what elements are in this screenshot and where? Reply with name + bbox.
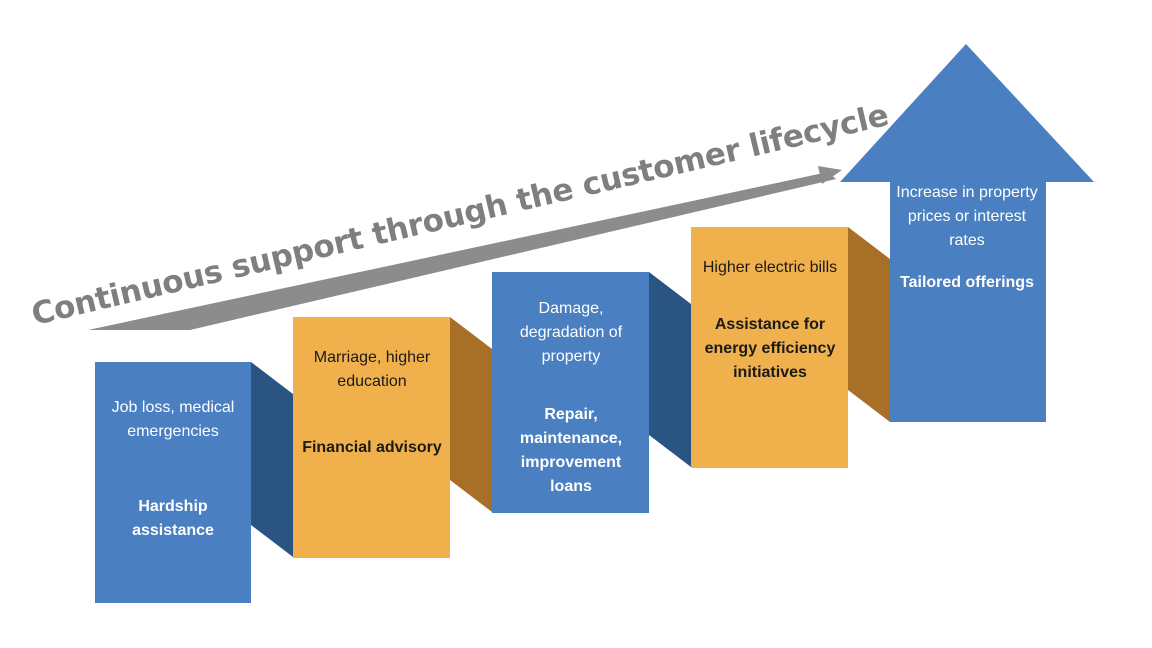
stage-2-text: Marriage, higher education Financial adv… (298, 346, 446, 460)
stage-3-event: Damage, degradation of property (519, 300, 623, 365)
stage-4-support: Assistance for energy efficiency initiat… (704, 316, 836, 381)
stage-5-text: Increase in property prices or interest … (896, 181, 1038, 295)
stage-2-event: Marriage, higher education (313, 349, 431, 390)
stage-3-support: Repair, maintenance, improvement loans (519, 406, 623, 495)
step-5-up-arrow (840, 44, 1094, 422)
stage-4-text: Higher electric bills Assistance for ene… (695, 256, 845, 385)
step-2-box (293, 317, 450, 558)
stage-4-event: Higher electric bills (702, 259, 838, 276)
step-1-box (95, 362, 251, 603)
stage-1-event: Job loss, medical emergencies (111, 399, 235, 440)
stage-5-event: Increase in property prices or interest … (896, 184, 1038, 249)
stage-2-support: Financial advisory (302, 439, 442, 456)
step-3-box (492, 272, 649, 513)
stage-3-text: Damage, degradation of property Repair, … (498, 297, 644, 499)
step-3-side (649, 272, 691, 467)
step-1-side (251, 362, 293, 557)
stage-1-support: Hardship assistance (132, 498, 214, 539)
step-2-side (450, 317, 492, 512)
step-4-box (691, 227, 848, 468)
trend-arrowhead (818, 166, 842, 184)
step-4-side (848, 227, 890, 422)
stage-1-text: Job loss, medical emergencies Hardship a… (99, 396, 247, 543)
trend-arrow (88, 172, 836, 330)
stage-5-support: Tailored offerings (900, 274, 1034, 291)
